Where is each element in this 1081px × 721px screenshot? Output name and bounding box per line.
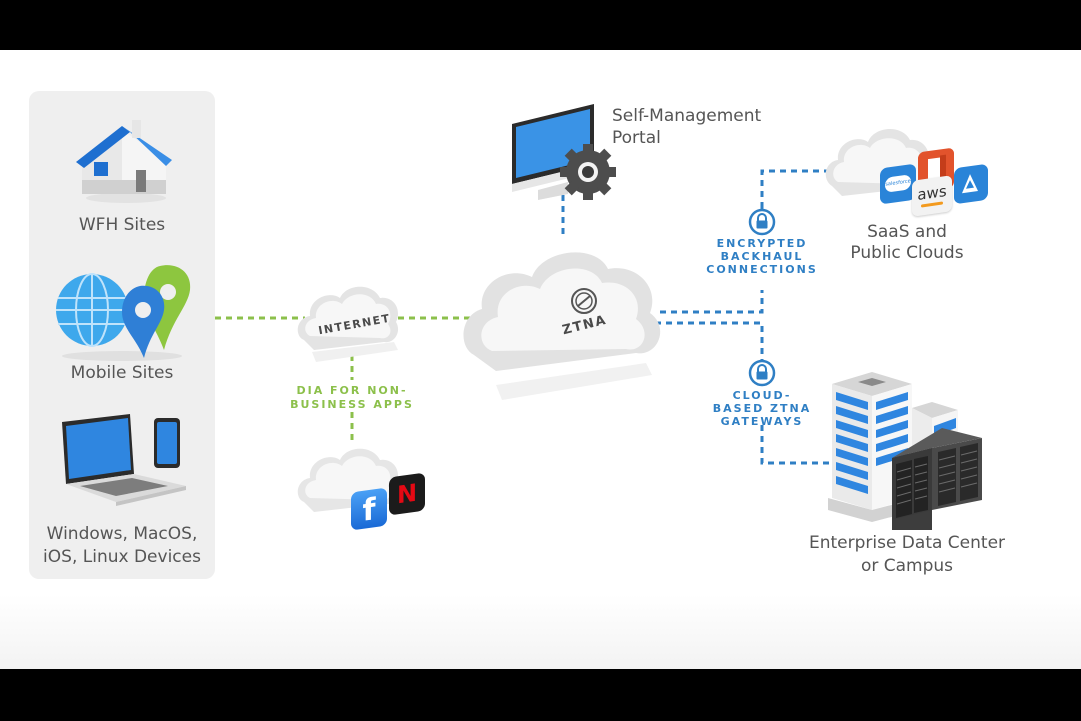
link-backhaul-saas bbox=[760, 169, 830, 208]
link-ztna-backhaul-top bbox=[660, 290, 764, 314]
facebook-glyph: f bbox=[362, 492, 376, 529]
portal-label-line1: Self-Management bbox=[612, 106, 762, 126]
letterbox-bottom bbox=[0, 669, 1081, 721]
internet-cloud-icon bbox=[297, 286, 399, 362]
ztna-cloud-icon bbox=[463, 252, 661, 400]
wfh-sites-label: WFH Sites bbox=[78, 215, 166, 235]
datacenter-label-line2: or Campus bbox=[860, 556, 954, 576]
backhaul-label-line1: ENCRYPTED bbox=[716, 237, 808, 250]
link-gateways-datacenter bbox=[760, 425, 832, 465]
ztna-logo-icon bbox=[571, 288, 597, 314]
dia-label-line1: DIA FOR NON- bbox=[296, 384, 408, 397]
salesforce-text: salesforce bbox=[885, 174, 911, 193]
azure-icon bbox=[954, 163, 988, 205]
monitor-gear-icon bbox=[512, 104, 616, 200]
backhaul-lock-icon bbox=[748, 208, 776, 236]
dia-label-line2: BUSINESS APPS bbox=[290, 398, 414, 411]
devices-label-line1: Windows, MacOS, bbox=[46, 524, 198, 544]
gateways-label-line1: CLOUD- bbox=[732, 389, 792, 402]
netflix-icon: N bbox=[389, 472, 425, 516]
saas-label-line2: Public Clouds bbox=[850, 243, 964, 263]
gateways-lock-icon bbox=[748, 359, 776, 387]
saas-label-line1: SaaS and bbox=[867, 222, 947, 242]
building-servers-icon bbox=[828, 372, 982, 530]
mobile-sites-label: Mobile Sites bbox=[70, 363, 174, 383]
laptop-phone-icon bbox=[62, 414, 186, 506]
backhaul-label-line3: CONNECTIONS bbox=[706, 263, 818, 276]
facebook-icon: f bbox=[351, 487, 387, 531]
azure-glyph bbox=[962, 174, 978, 194]
globe-location-pin-icon bbox=[56, 265, 191, 361]
letterbox-top bbox=[0, 0, 1081, 50]
backhaul-label-line2: BACKHAUL bbox=[720, 250, 804, 263]
datacenter-label-line1: Enterprise Data Center bbox=[808, 533, 1006, 553]
gateways-label-line2: BASED ZTNA bbox=[712, 402, 812, 415]
diagram-canvas: WFH Sites Mobile Sites Windows, MacOS, i… bbox=[0, 50, 1081, 669]
devices-label-line2: iOS, Linux Devices bbox=[43, 547, 201, 567]
salesforce-icon: salesforce bbox=[880, 163, 916, 205]
netflix-glyph: N bbox=[396, 478, 418, 510]
aws-icon: aws bbox=[912, 175, 952, 217]
portal-label-line2: Portal bbox=[612, 128, 661, 148]
consumer-cloud-icon bbox=[297, 448, 399, 512]
house-icon bbox=[76, 120, 172, 203]
gateways-label-line3: GATEWAYS bbox=[720, 415, 804, 428]
link-ztna-backhaul-bottom bbox=[655, 321, 764, 360]
